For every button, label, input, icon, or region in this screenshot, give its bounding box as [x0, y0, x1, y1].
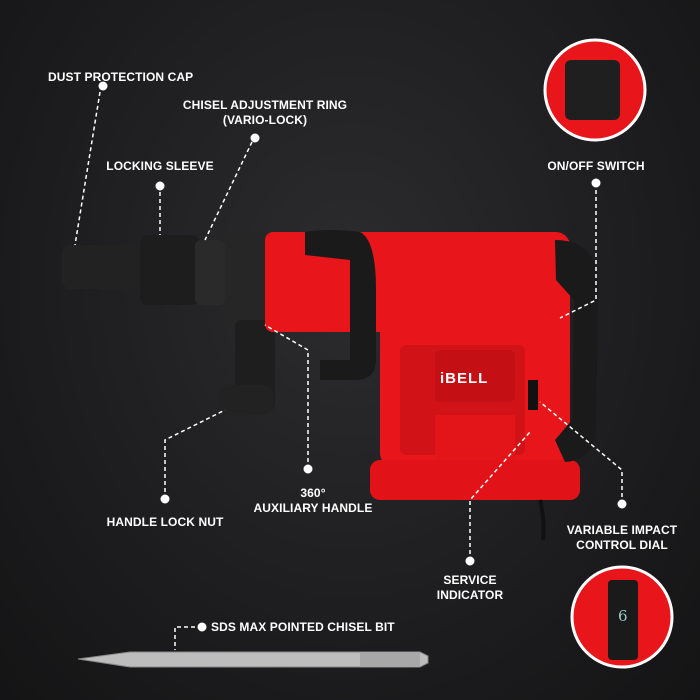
label-line: AUXILIARY HANDLE [253, 501, 373, 515]
label-line: (VARIO-LOCK) [222, 113, 308, 127]
label-line: 360° [300, 486, 326, 500]
label-aux-handle: 360°AUXILIARY HANDLE [254, 486, 373, 516]
dial-closeup-circle [570, 565, 674, 669]
hammer-body [62, 230, 599, 541]
label-chisel-ring: CHISEL ADJUSTMENT RING(VARIO-LOCK) [183, 98, 347, 128]
label-line: CONTROL DIAL [576, 538, 668, 552]
label-chisel-bit: SDS MAX POINTED CHISEL BIT [211, 620, 395, 634]
label-dust-cap: DUST PROTECTION CAP [48, 70, 194, 84]
label-line: VARIABLE IMPACT [566, 523, 678, 537]
label-on-off-switch: ON/OFF SWITCH [547, 159, 645, 173]
chisel-bit [77, 651, 429, 668]
label-handle-lock-nut: HANDLE LOCK NUT [106, 515, 224, 529]
leader-lines [74, 91, 623, 650]
label-line: CHISEL ADJUSTMENT RING [182, 98, 348, 112]
label-locking-sleeve: LOCKING SLEEVE [106, 159, 214, 173]
leader-dots [98, 81, 627, 632]
label-line: INDICATOR [436, 588, 504, 602]
switch-closeup-circle [543, 38, 647, 142]
brand-logo: iBELL [440, 370, 489, 387]
label-line: SERVICE [443, 573, 497, 587]
dial-value: 6 [618, 607, 628, 625]
